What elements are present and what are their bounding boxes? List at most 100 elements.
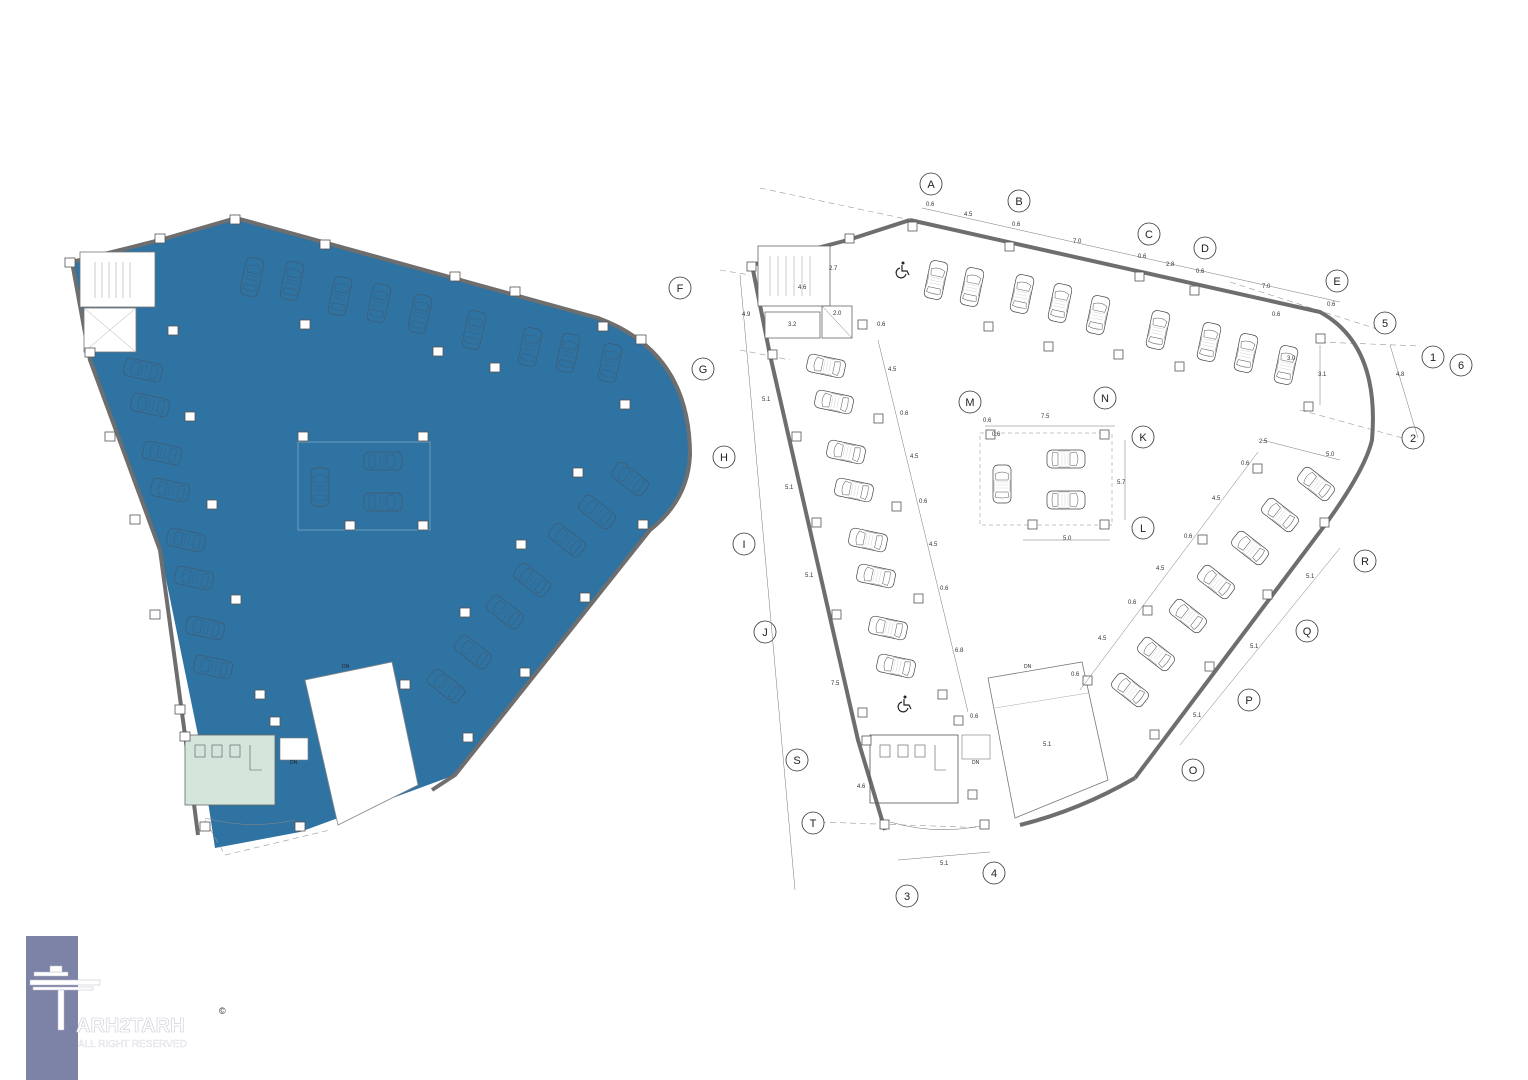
svg-text:A: A [927,179,935,191]
svg-text:4.5: 4.5 [888,367,897,373]
grid-bubble: T [801,811,825,835]
svg-text:5.1: 5.1 [785,485,794,491]
logo-brand-name: ARH2TARH [76,1015,185,1037]
grid-bubble: C [1137,222,1161,246]
grid-bubble: R [1353,549,1377,573]
svg-text:0.6: 0.6 [1272,312,1281,318]
grid-bubble: D [1193,236,1217,260]
dimension-labels: 0.6 4.5 0.6 7.0 0.6 2.8 0.6 7.0 0.6 0.6 … [742,202,1405,867]
svg-text:5.0: 5.0 [1063,536,1072,542]
svg-text:5.0: 5.0 [1326,452,1335,458]
svg-text:K: K [1139,432,1147,444]
left-ramp-label: DN [342,664,350,670]
svg-text:2.5: 2.5 [1259,439,1268,445]
right-small-stair [961,734,991,760]
svg-text:4.8: 4.8 [1396,372,1405,378]
svg-text:T: T [810,818,817,830]
svg-text:0.6: 0.6 [940,586,949,592]
svg-text:7.0: 7.0 [1262,284,1271,290]
svg-text:4.6: 4.6 [857,784,866,790]
svg-text:Q: Q [1303,626,1312,638]
svg-text:3.0: 3.0 [1287,356,1296,362]
svg-text:5.1: 5.1 [940,861,949,867]
grid-bubble: E [1325,269,1349,293]
svg-text:7.0: 7.0 [1073,239,1082,245]
grid-bubble: J [753,620,777,644]
svg-text:G: G [699,364,708,376]
right-ramp-label: DN [1024,664,1032,670]
grid-bubble: A [919,172,943,196]
left-parking-plan: DN DN [64,214,692,856]
svg-text:0.6: 0.6 [1128,600,1137,606]
svg-text:D: D [1201,243,1209,255]
svg-text:0.6: 0.6 [1196,269,1205,275]
svg-text:0.6: 0.6 [983,418,992,424]
svg-text:1: 1 [1430,352,1436,364]
svg-text:4.5: 4.5 [1212,496,1221,502]
svg-text:7.5: 7.5 [1041,414,1050,420]
svg-text:P: P [1245,695,1252,707]
svg-text:0.6: 0.6 [1071,672,1080,678]
svg-text:5.1: 5.1 [805,573,814,579]
right-service-room [869,734,959,804]
svg-text:I: I [742,539,745,551]
grid-bubble: 4 [982,861,1006,885]
svg-text:3.2: 3.2 [788,322,797,328]
grid-bubble: H [712,445,736,469]
svg-text:4.5: 4.5 [964,212,973,218]
grid-bubble: F [668,276,692,300]
svg-text:3.1: 3.1 [1318,372,1327,378]
svg-text:3: 3 [904,891,910,903]
svg-text:4.5: 4.5 [1098,636,1107,642]
copyright-mark: © [219,1006,226,1016]
svg-text:F: F [677,283,684,295]
left-stair-label: DN [290,760,298,766]
svg-text:0.6: 0.6 [970,714,979,720]
svg-text:S: S [793,755,800,767]
svg-text:5.7: 5.7 [1117,480,1126,486]
grid-bubble: 1 [1421,345,1445,369]
svg-text:5.1: 5.1 [762,397,771,403]
svg-text:5.1: 5.1 [1250,644,1259,650]
left-outer-wall [235,216,692,792]
grid-bubble: I [732,532,756,556]
right-west-parking-row [805,352,917,680]
grid-bubble: K [1131,425,1155,449]
svg-text:N: N [1101,393,1109,405]
right-center-island [979,432,1113,526]
grid-bubble: 2 [1401,426,1425,450]
left-small-stair [279,737,309,761]
right-outer-wall [909,218,1375,780]
grid-bubble: Q [1295,619,1319,643]
svg-text:0.6: 0.6 [1327,302,1336,308]
svg-text:6.8: 6.8 [955,648,964,654]
grid-bubble: G [691,357,715,381]
grid-bubble: B [1007,189,1031,213]
svg-text:4.5: 4.5 [929,542,938,548]
svg-text:L: L [1140,523,1146,535]
svg-text:0.6: 0.6 [1184,534,1193,540]
accessibility-icon [895,261,910,279]
svg-text:4.9: 4.9 [742,312,751,318]
svg-text:R: R [1361,556,1369,568]
right-stair-label: DN [972,760,980,766]
grid-bubble: 5 [1373,311,1397,335]
svg-text:2: 2 [1410,433,1416,445]
grid-bubble: M [958,390,982,414]
svg-text:0.6: 0.6 [1241,461,1250,467]
svg-text:O: O [1189,765,1198,777]
svg-text:0.6: 0.6 [919,499,928,505]
grid-line-bubbles: A B C D E F G H I J S T M N K L R Q P O … [668,172,1473,908]
svg-text:B: B [1015,196,1022,208]
right-ramp [987,661,1109,819]
right-east-parking-row [1109,464,1337,710]
svg-text:5.1: 5.1 [1193,713,1202,719]
svg-text:0.6: 0.6 [900,411,909,417]
svg-text:6: 6 [1458,360,1464,372]
svg-text:4.6: 4.6 [798,285,807,291]
svg-text:E: E [1333,276,1340,288]
svg-text:2.0: 2.0 [833,311,842,317]
svg-text:M: M [965,397,974,409]
right-parking-plan: DN DN [668,172,1473,908]
svg-text:J: J [762,627,768,639]
